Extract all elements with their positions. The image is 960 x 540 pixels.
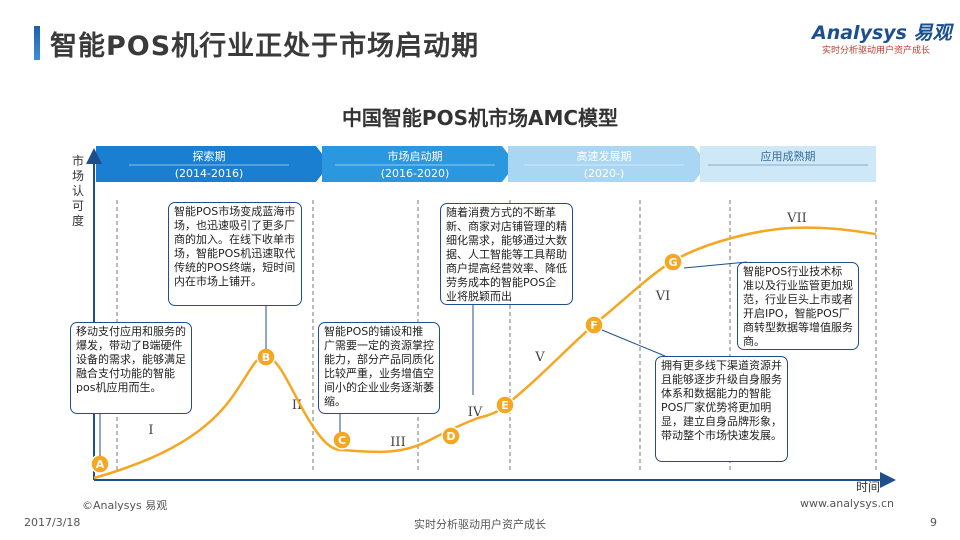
annotation-b: 智能POS市场变成蓝海市场，也迅速吸引了更多厂商的加入。在线下收单市场，智能PO… — [168, 202, 302, 306]
point-label-c: C — [338, 434, 346, 447]
y-axis-label-char-5: 度 — [72, 213, 84, 228]
annotation-pointer-f — [601, 329, 666, 357]
stage-label-3: III — [390, 435, 405, 450]
annotation-a: 移动支付应用和服务的爆发，带动了B端硬件设备的需求，能够满足融合支付功能的智能p… — [70, 322, 192, 414]
phase-name-3: 高速发展期 — [577, 149, 632, 163]
y-axis-label-char-2: 场 — [72, 169, 84, 183]
stage-label-4: IV — [468, 405, 483, 420]
point-marker-g — [663, 252, 683, 272]
stage-label-1: I — [148, 423, 153, 438]
logo-name: Analysys 易观 — [812, 22, 952, 44]
phase-band-3 — [508, 146, 708, 182]
phase-band-2 — [322, 146, 516, 182]
point-label-b: B — [262, 351, 270, 364]
point-label-g: G — [668, 256, 677, 269]
chart-title: 中国智能POS机市场AMC模型 — [341, 106, 619, 130]
point-marker-e — [495, 395, 515, 415]
phase-band-4 — [700, 146, 876, 182]
phase-name-1: 探索期 — [193, 149, 226, 163]
x-axis-label: 时间 — [856, 480, 880, 494]
footer-slogan: 实时分析驱动用户资产成长 — [414, 518, 546, 531]
annotation-c: 智能POS的铺设和推广需要一定的资源掌控能力，部分产品同质化比较严重，业务增值空… — [318, 322, 440, 414]
point-label-a: A — [96, 458, 105, 471]
phase-band-1 — [96, 146, 330, 182]
y-axis-label-char-4: 可 — [72, 199, 84, 213]
annotation-f: 拥有更多线下渠道资源并且能够逐步升级自身服务体系和数据能力的智能POS厂家优势将… — [655, 356, 788, 462]
phase-period-2: (2016-2020) — [381, 167, 450, 180]
stage-label-7: VII — [786, 211, 807, 226]
point-label-d: D — [446, 430, 455, 443]
point-marker-f — [584, 315, 604, 335]
point-label-e: E — [501, 399, 509, 412]
phase-period-3: (2020-) — [584, 167, 625, 180]
logo-slogan: 实时分析驱动用户资产成长 — [822, 46, 931, 56]
brand-logo: Analysys 易观 实时分析驱动用户资产成长 — [812, 18, 952, 58]
annotation-pointer-g — [683, 261, 748, 269]
stage-label-6: VI — [655, 289, 671, 304]
page-number: 9 — [930, 516, 937, 529]
phase-name-4: 应用成熟期 — [761, 149, 816, 163]
annotation-e: 随着消费方式的不断革新、商家对店铺管理的精细化需求，能够通过大数据、人工智能等工… — [440, 203, 573, 305]
phase-name-2: 市场启动期 — [388, 149, 443, 163]
footer-date: 2017/3/18 — [24, 516, 81, 529]
phase-period-1: (2014-2016) — [175, 167, 244, 180]
point-marker-c — [332, 430, 352, 450]
page-title: 智能POS机行业正处于市场启动期 — [50, 31, 480, 62]
y-axis-label-char-1: 市 — [72, 153, 84, 168]
y-axis-label-char-3: 认 — [72, 184, 84, 198]
title-accent-bar — [34, 26, 40, 60]
copyright: ©Analysys 易观 — [82, 499, 168, 512]
website: www.analysys.cn — [800, 497, 894, 510]
stage-label-5: V — [534, 350, 545, 365]
annotation-g: 智能POS行业技术标准以及行业监管更加规范，行业巨头上市或者开启IPO，智能PO… — [737, 262, 859, 350]
stage-label-2: II — [292, 398, 302, 413]
point-marker-d — [441, 426, 461, 446]
point-label-f: F — [590, 319, 598, 332]
